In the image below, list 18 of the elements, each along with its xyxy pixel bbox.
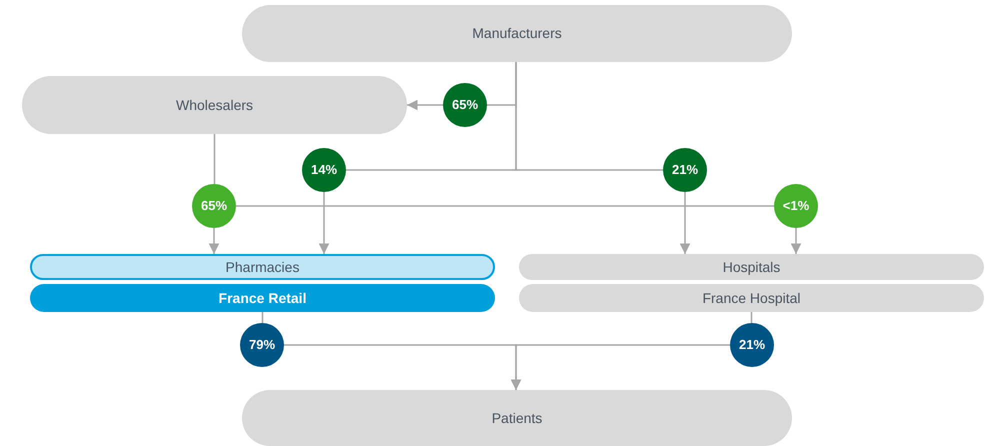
connector-line xyxy=(318,192,330,254)
channel-bar: France Retail xyxy=(30,284,495,312)
connector-line xyxy=(214,134,216,184)
channel-bar: Pharmacies xyxy=(30,254,495,280)
stage-box: Manufacturers xyxy=(242,5,792,62)
connector-line xyxy=(208,228,220,254)
connector-line xyxy=(407,100,443,110)
connector-line xyxy=(515,62,663,171)
stage-box: Wholesalers xyxy=(22,76,407,134)
connector-line xyxy=(510,344,730,390)
connector-line xyxy=(262,312,264,323)
connector-line xyxy=(236,205,774,207)
stage-box: Patients xyxy=(242,390,792,446)
connector-line xyxy=(680,192,690,254)
connector-line xyxy=(750,312,752,323)
channel-bar: Hospitals xyxy=(519,254,984,280)
connector-line xyxy=(790,228,802,254)
channel-bar: France Hospital xyxy=(519,284,984,312)
